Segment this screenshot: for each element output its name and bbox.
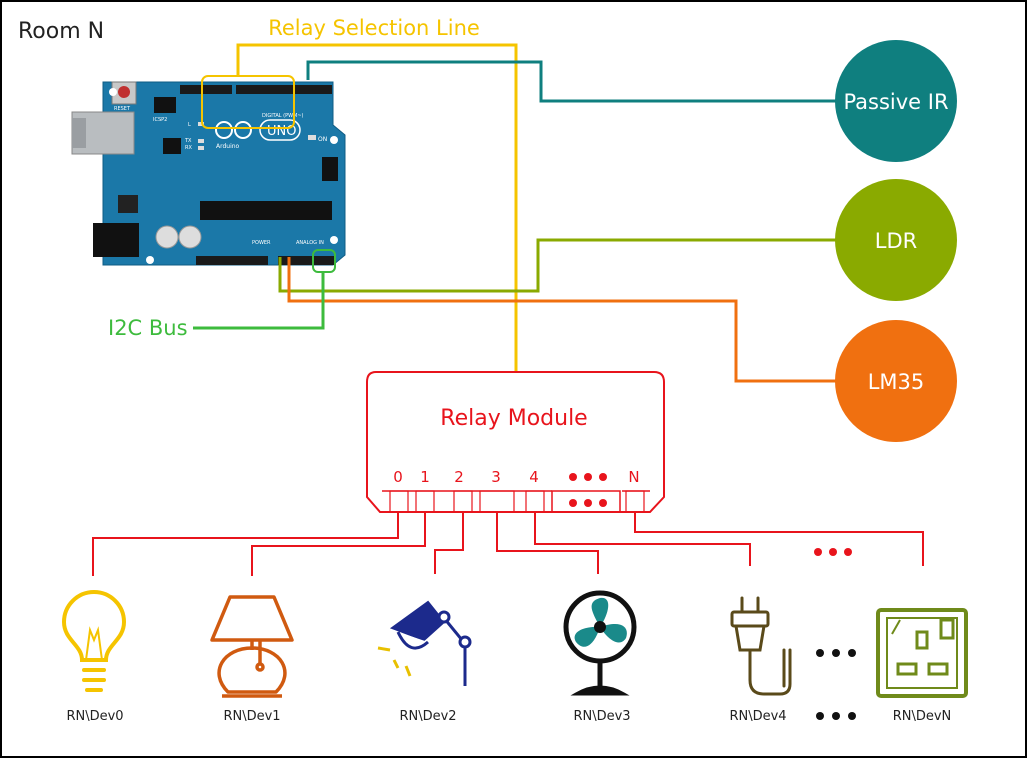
relay-pins-highlight (201, 75, 295, 129)
digital-header-right (236, 85, 332, 94)
l-led-label: L (188, 122, 191, 128)
lm35-sensor-label: LM35 (868, 370, 925, 394)
device-label-dev3: RN\Dev3 (573, 709, 630, 724)
small-chip (163, 138, 181, 154)
ldr-sensor-label: LDR (875, 229, 917, 253)
i2c-label: I2C Bus (108, 316, 188, 340)
room-title: Room N (18, 19, 104, 44)
pir-signal-line (306, 60, 840, 103)
relay-channel-2: 2 (454, 468, 464, 486)
relay-channel-ellipsis-bottom (569, 499, 607, 507)
relay-output-wires (92, 512, 924, 576)
relay-module-label: Relay Module (440, 406, 587, 431)
lm35-sensor-circle (835, 320, 957, 442)
i2c-bus-line (193, 272, 325, 330)
capacitor-1 (155, 225, 179, 249)
power-label: POWER (252, 240, 271, 246)
arduino-brand: Arduino (216, 143, 240, 150)
lm35-signal-line (287, 257, 840, 383)
on-label: ON (318, 136, 327, 143)
pir-sensor-circle (835, 40, 957, 162)
table-lamp-icon (210, 595, 294, 698)
analog-header (278, 256, 334, 265)
digital-header-left (180, 85, 232, 94)
analog-label: ANALOG IN (296, 240, 324, 246)
relay-channel-4: 4 (529, 468, 539, 486)
atmega-chip (200, 201, 332, 220)
lightbulb-icon (61, 590, 127, 692)
device-ellipsis-icons (816, 649, 856, 657)
relay-line-label: Relay Selection Line (268, 16, 480, 40)
device-label-dev1: RN\Dev1 (223, 709, 280, 724)
device-label-dev2: RN\Dev2 (399, 709, 456, 724)
icsp-header (322, 157, 338, 181)
icsp2-label: ICSP2 (153, 117, 167, 123)
desk-lamp-icon (377, 600, 472, 686)
relay-channel-0: 0 (393, 468, 403, 486)
voltage-regulator (118, 195, 138, 213)
device-label-dev0: RN\Dev0 (66, 709, 123, 724)
pir-sensor-label: Passive IR (843, 90, 948, 114)
relay-channel-n: N (628, 468, 639, 486)
power-header (196, 256, 268, 265)
reset-label: RESET (114, 106, 131, 112)
relay-module: Relay Module 0 1 2 3 4 N (366, 371, 665, 513)
wall-socket-icon (876, 608, 968, 698)
ldr-sensor-circle (835, 179, 957, 301)
power-jack (93, 223, 139, 257)
relay-channel-ellipsis-top (569, 473, 607, 481)
plug-icon (730, 596, 792, 696)
relay-selection-line (236, 43, 518, 372)
device-ellipsis-labels (816, 712, 856, 720)
device-label-devn: RN\DevN (893, 709, 952, 724)
capacitor-2 (178, 225, 202, 249)
device-label-dev4: RN\Dev4 (729, 709, 786, 724)
icsp2-header (154, 97, 176, 113)
ldr-signal-line (278, 238, 840, 293)
tx-label: TX (184, 138, 192, 144)
relay-channel-3: 3 (491, 468, 501, 486)
digital-label: DIGITAL (PWM~) (262, 113, 304, 119)
rx-label: RX (185, 145, 192, 151)
arduino-board: RESET ICSP2 DIGITAL (PWM~) L TX RX UNO A… (71, 81, 346, 266)
fan-icon (563, 590, 637, 696)
relay-channel-1: 1 (420, 468, 430, 486)
wire-ellipsis (814, 548, 852, 556)
